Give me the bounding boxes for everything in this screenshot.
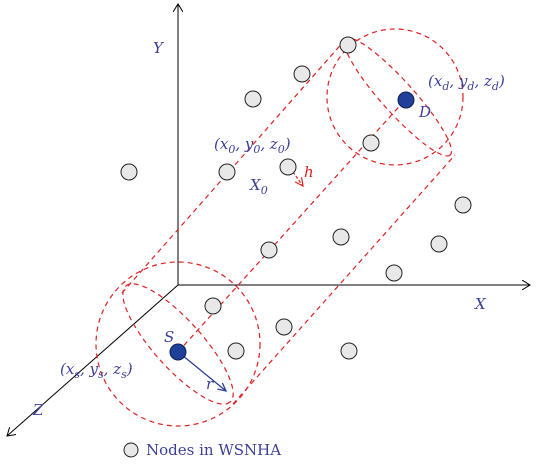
legend-node-icon [123,442,139,458]
cylinder-end-circle-destination [326,28,464,166]
routing-cylinder [95,28,464,427]
radius-arrow [181,354,226,391]
center-letter: X0 [249,176,268,197]
sensor-node [227,342,245,360]
source-letter: S [164,328,174,346]
axes [7,4,530,436]
legend: Nodes in WSNHA [123,441,281,459]
dimension-arrows [181,167,303,391]
height-label: h [304,163,314,181]
x-axis-label: X [474,295,487,313]
sensor-node [204,297,222,315]
sensor-node [430,235,448,253]
radius-label: r [206,375,214,393]
cylinder-end-circle-source [95,261,261,427]
destination-letter: D [418,103,431,121]
cylinder-side-upper [121,39,346,294]
sensor-node [120,163,138,181]
destination-node [397,91,415,109]
source-node [169,343,187,361]
center-coords: (x0, y0, z0) [214,135,291,156]
sensor-node [340,342,358,360]
sensor-node [332,228,350,246]
sensor-node [454,196,472,214]
sensor-node [244,90,262,108]
height-arrow [289,167,303,186]
sensor-node [275,318,293,336]
z-axis-label: Z [32,401,44,419]
sensor-node [218,163,236,181]
legend-label: Nodes in WSNHA [146,441,281,459]
sensor-node [260,241,278,259]
y-axis-label: Y [153,39,165,57]
cylinder-cross-section-source [122,283,234,405]
destination-coords: (xd, yd, zd) [428,72,505,93]
sensor-node [362,134,380,152]
sensor-node [339,36,357,54]
sensor-node [385,264,403,282]
sensor-nodes [120,36,472,360]
z-axis [7,284,179,436]
sensor-node [279,158,297,176]
sensor-node [293,65,311,83]
source-coords: (xs, ys, zs) [60,360,133,381]
cylinder-side-lower [232,154,456,405]
